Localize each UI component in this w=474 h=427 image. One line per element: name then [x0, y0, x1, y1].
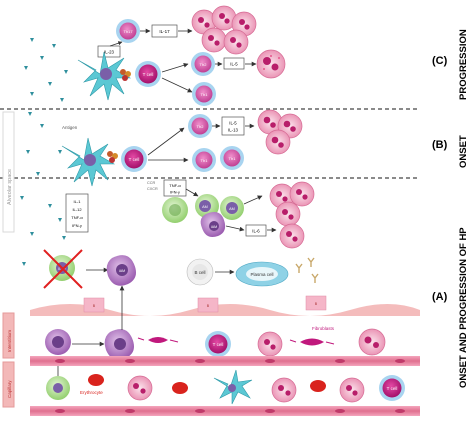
iam-macrophage: iAM [200, 212, 226, 237]
panel-a-letter: (A) [432, 291, 448, 303]
capillary-endothelial-nuclei [55, 359, 405, 413]
svg-text:IL-12: IL-12 [72, 207, 82, 212]
interstitium-cells [45, 328, 386, 360]
svg-text:IL-6: IL-6 [252, 229, 260, 234]
erythrocyte-label: Erythrocyte [80, 390, 103, 395]
dendritic-cell-c [77, 51, 132, 101]
ilc2-crossed: ILC2 [43, 249, 83, 289]
arrow-tcell-th2-c [161, 62, 189, 73]
antibody-icons [295, 257, 319, 283]
th1-cell-b2: Th1 [220, 146, 244, 170]
ccr-label: CCR [147, 181, 155, 185]
svg-text:iAM: iAM [119, 269, 125, 273]
svg-text:B: B [93, 304, 96, 308]
svg-text:T cell: T cell [143, 72, 154, 77]
svg-text:IFN-γ: IFN-γ [72, 223, 82, 228]
svg-text:Th2: Th2 [197, 124, 205, 129]
capillary-tab: Capillary [2, 361, 15, 408]
antigen-complex-c [120, 69, 131, 81]
svg-text:IL-5: IL-5 [229, 121, 237, 126]
svg-text:IFN-γ: IFN-γ [170, 190, 180, 195]
arrow-am-neutrophils-up [243, 195, 263, 205]
svg-text:Interstitium: Interstitium [7, 330, 12, 352]
il5-il13-box: IL-5 IL-13 [221, 116, 245, 136]
th17-cell: Th17 [116, 19, 140, 43]
eosinophil-c [256, 49, 286, 79]
am-macrophage-1: AM [195, 194, 219, 218]
arrow-dc-th17 [109, 41, 123, 47]
tcell-interstitium-label: T cell [213, 342, 224, 347]
arrow-tcell-th1-c [161, 77, 193, 93]
plasma-cell: Plasma cell [235, 261, 289, 287]
svg-text:IL-17: IL-17 [159, 29, 170, 34]
arrow-tcell-th2-b [147, 127, 185, 156]
am-macrophage-2: AM [220, 196, 244, 220]
svg-text:Alveolar space: Alveolar space [7, 169, 13, 205]
svg-text:B cell: B cell [194, 270, 205, 275]
green-macrophage-left [162, 197, 188, 223]
svg-text:iAM: iAM [211, 225, 217, 229]
cytokine-box-left: IL-1 IL-12 TNF-α IFN-γ [65, 193, 89, 233]
antigen-label: Antigen [62, 125, 78, 130]
panel-b-title: ONSET [458, 135, 469, 168]
svg-text:IL-13: IL-13 [228, 128, 238, 133]
panel-a-title: ONSET AND PROGRESSION OF HP [458, 227, 469, 388]
svg-text:IL-5: IL-5 [230, 62, 238, 67]
neutrophil-cluster-a [269, 181, 315, 249]
svg-text:Th2: Th2 [200, 62, 208, 67]
interstitium-tab: Interstitium [2, 312, 15, 359]
il17-box: IL-17 [151, 24, 178, 38]
il5-box-c: IL-5 [223, 57, 245, 70]
eosinophil-cluster-b [257, 109, 303, 155]
il23-box: IL-23 [97, 45, 121, 58]
neutrophil-cluster-c-top [191, 5, 257, 55]
fibroblasts-label: Fibroblasts [312, 326, 335, 331]
capillary-cells [46, 369, 405, 405]
th1-cell-b: Th1 [192, 148, 216, 172]
svg-text:Capillary: Capillary [7, 380, 12, 398]
svg-text:Th1: Th1 [201, 158, 209, 163]
svg-text:B: B [207, 304, 210, 308]
alveolar-space-tab: Alveolar space [2, 111, 15, 233]
panel-c-title: PROGRESSION [458, 29, 469, 100]
svg-text:AM: AM [202, 205, 208, 209]
svg-text:T cell: T cell [129, 157, 140, 162]
cxcr-label: CXCR [147, 187, 158, 191]
svg-text:Plasma cell: Plasma cell [250, 272, 273, 277]
svg-text:TNF-α: TNF-α [71, 215, 83, 220]
svg-text:Th17: Th17 [123, 29, 133, 34]
svg-text:AM: AM [229, 207, 235, 211]
antigen-complex-b [107, 151, 118, 163]
th2-cell-c: Th2 [191, 52, 215, 76]
th1-cell-c: Th1 [192, 82, 216, 106]
svg-text:Th1: Th1 [201, 92, 209, 97]
il6-box: IL-6 [245, 224, 267, 237]
panel-b-letter: (B) [432, 139, 448, 151]
purple-macrophage-a: iAM [106, 255, 136, 286]
svg-text:IL-23: IL-23 [104, 50, 114, 55]
panel-c-letter: (C) [432, 55, 448, 67]
dendritic-cell-b [61, 137, 116, 187]
t-cell-b: T cell [121, 146, 147, 172]
svg-text:IL-1: IL-1 [74, 199, 82, 204]
epithelium-layer: B B B [30, 295, 420, 316]
capillary-wall-bottom [30, 406, 420, 416]
tnf-ifn-box: TNF-α IFN-γ [163, 179, 187, 197]
capillary-wall-top [30, 356, 420, 366]
svg-text:B: B [315, 302, 318, 306]
t-cell-c: T cell [135, 61, 161, 87]
b-cell: B cell [186, 258, 214, 286]
arrow-am-il6 [225, 225, 245, 232]
arrow-tnf-am [185, 188, 199, 197]
antigen-particles [20, 38, 68, 266]
tcell-capillary-label: T cell [387, 386, 398, 391]
svg-text:Th1: Th1 [229, 156, 237, 161]
svg-text:TNF-α: TNF-α [169, 183, 181, 188]
th2-cell-b: Th2 [188, 114, 212, 138]
